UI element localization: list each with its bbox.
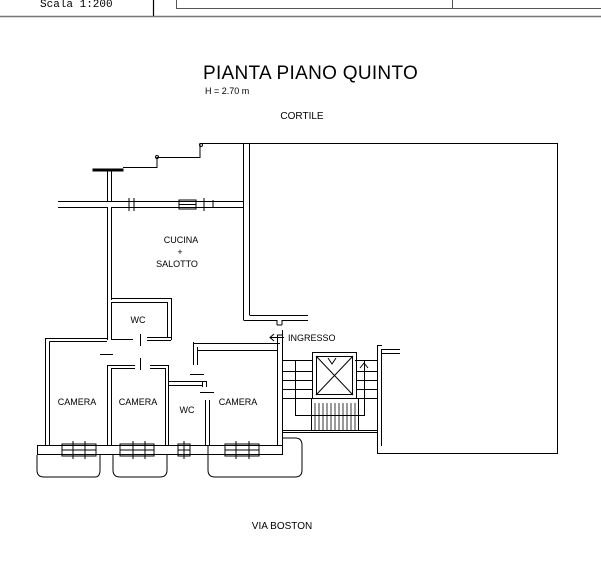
plan-title: PIANTA PIANO QUINTO	[203, 63, 419, 84]
room-kitchen-plus: +	[177, 247, 183, 257]
room-wc-top-label: WC	[130, 315, 146, 325]
room-camera-2-label: CAMERA	[118, 397, 158, 407]
ceiling-height: H = 2.70 m	[205, 86, 250, 96]
room-camera-3-label: CAMERA	[218, 397, 258, 407]
walls	[36, 143, 308, 478]
room-wc-bottom-label: WC	[179, 405, 195, 415]
windows	[61, 441, 260, 459]
label-via-boston: VIA BOSTON	[251, 521, 313, 532]
stairwell	[282, 345, 400, 453]
label-cortile: CORTILE	[280, 111, 324, 122]
room-kitchen-label: CUCINA	[163, 235, 199, 245]
room-living-label: SALOTTO	[156, 259, 198, 269]
scale-label: Scala 1:200	[40, 0, 113, 11]
entrance-arrow-icon	[269, 333, 284, 342]
entrance-label: INGRESSO	[288, 333, 336, 343]
title-block	[0, 0, 601, 18]
room-camera-1-label: CAMERA	[57, 397, 97, 407]
